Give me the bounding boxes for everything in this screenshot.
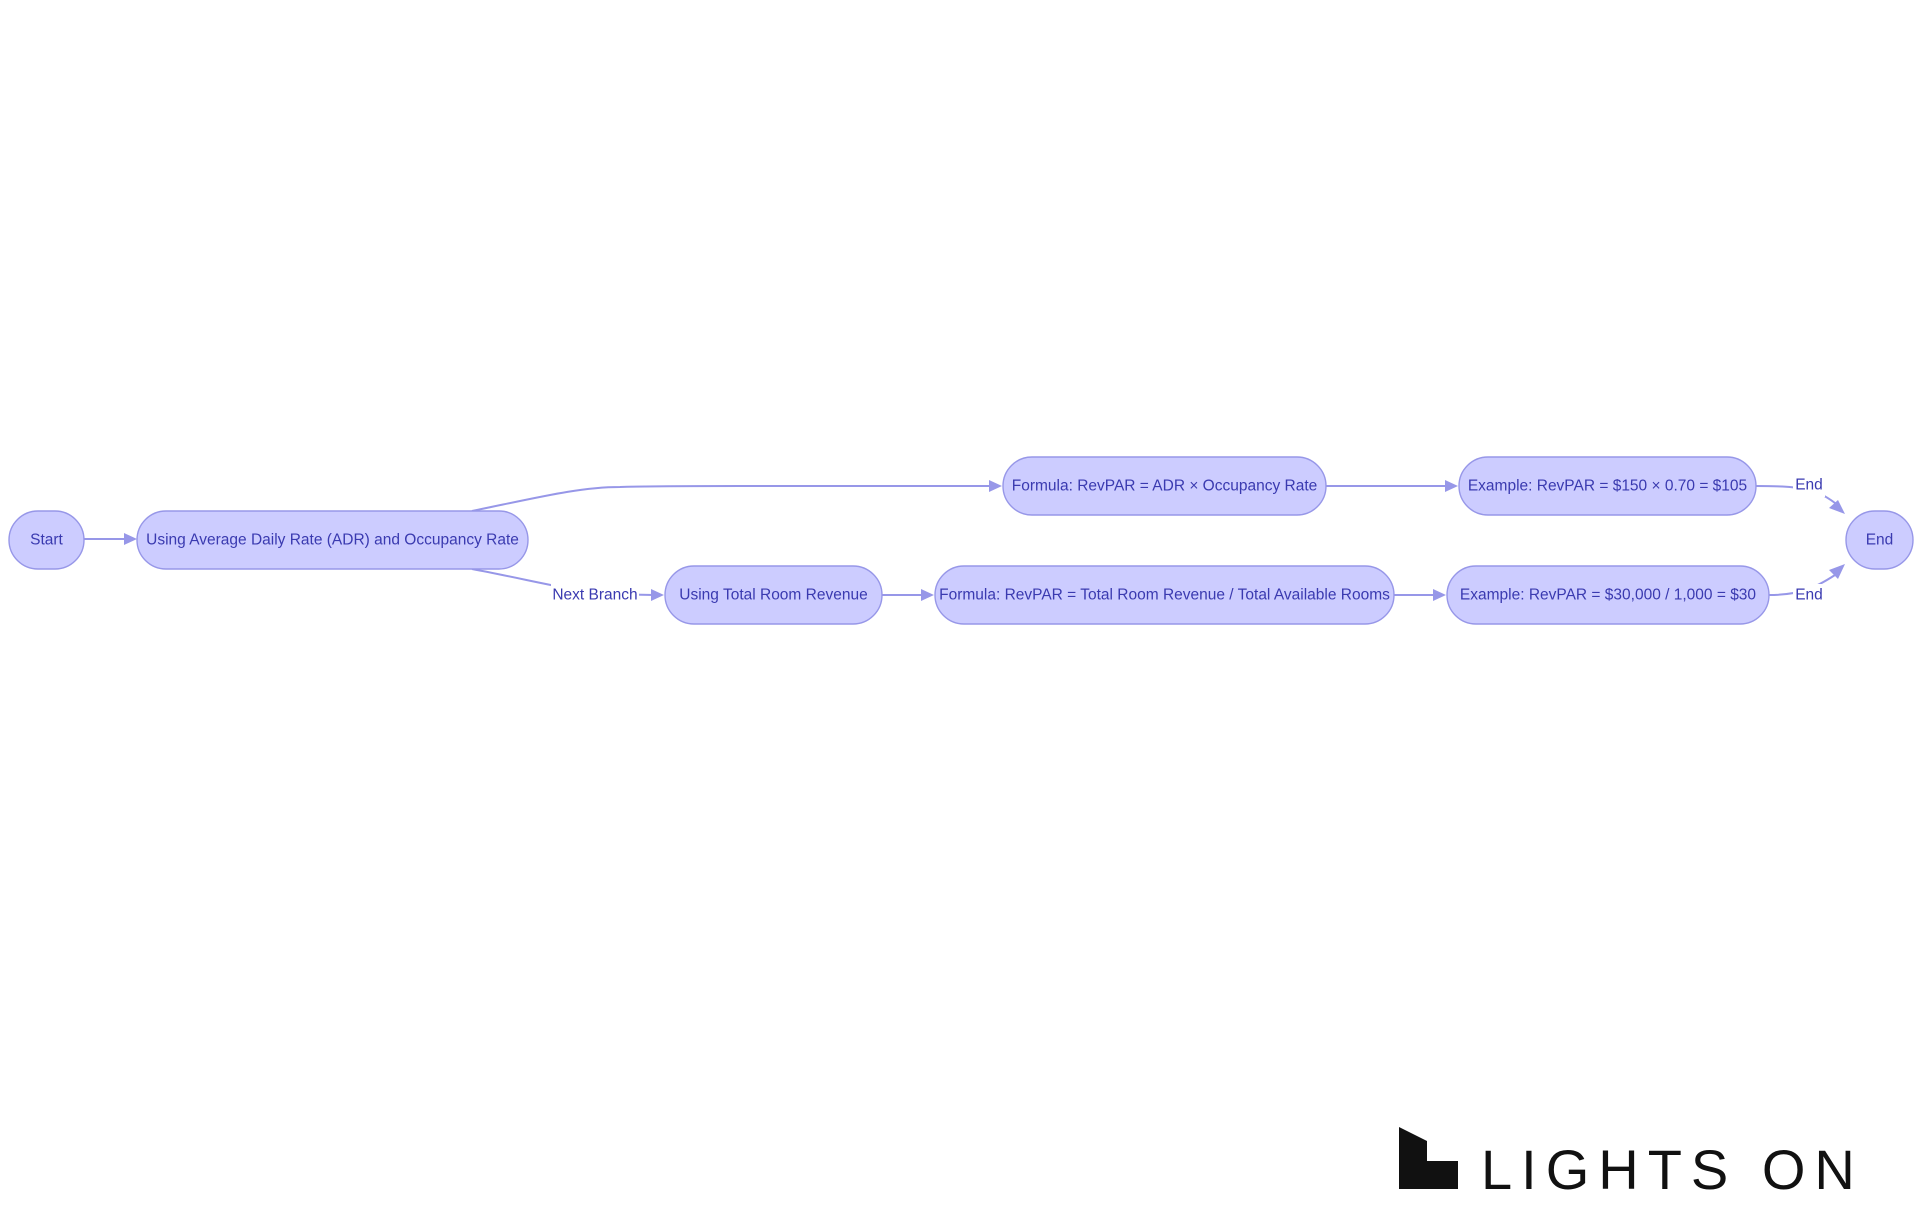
node-start-label: Start	[30, 532, 63, 549]
logo-wordmark: LIGHTS ON	[1481, 1138, 1864, 1201]
lights-on-logo: LIGHTS ON	[1399, 1127, 1864, 1201]
arrowhead-adr-method-to-formula-adr	[989, 480, 1002, 492]
end-top-label-bg	[1793, 475, 1825, 497]
edges	[84, 480, 1845, 601]
lights-on-logo-mark-icon	[1399, 1127, 1458, 1189]
node-adr-method-label: Using Average Daily Rate (ADR) and Occup…	[146, 532, 519, 549]
node-adr-method: Using Average Daily Rate (ADR) and Occup…	[136, 510, 529, 570]
node-example-adr: Example: RevPAR = $150 × 0.70 = $105	[1458, 456, 1757, 516]
node-end-label: End	[1866, 532, 1894, 549]
node-end: End	[1845, 510, 1914, 570]
edge-adr-method-to-formula-adr	[471, 485, 992, 512]
node-example-adr-label: Example: RevPAR = $150 × 0.70 = $105	[1468, 478, 1747, 495]
arrowhead-example-revenue-to-end	[1829, 564, 1845, 579]
edge-label-end-bottom: End	[1795, 587, 1823, 604]
arrowhead-start-to-adr-method	[124, 533, 137, 545]
node-start: Start	[8, 510, 85, 570]
edge-labels: Next Branch End End	[551, 475, 1825, 606]
edge-label-next-branch: Next Branch	[552, 587, 637, 604]
node-formula-revenue: Formula: RevPAR = Total Room Revenue / T…	[934, 565, 1395, 625]
arrowhead-example-adr-to-end	[1829, 500, 1845, 514]
nodes: Start Using Average Daily Rate (ADR) and…	[8, 456, 1914, 625]
node-revenue-method: Using Total Room Revenue	[664, 565, 883, 625]
node-formula-adr-label: Formula: RevPAR = ADR × Occupancy Rate	[1012, 478, 1318, 495]
edge-label-end-top: End	[1795, 477, 1823, 494]
arrowhead-formula-revenue-to-example-revenue	[1433, 589, 1446, 601]
next-branch-label-bg	[551, 584, 639, 606]
arrowhead-adr-method-to-revenue-method	[651, 589, 664, 601]
end-bottom-label-bg	[1793, 584, 1825, 606]
node-revenue-method-label: Using Total Room Revenue	[679, 587, 867, 604]
node-example-revenue: Example: RevPAR = $30,000 / 1,000 = $30	[1446, 565, 1770, 625]
node-example-revenue-label: Example: RevPAR = $30,000 / 1,000 = $30	[1460, 587, 1757, 604]
arrowhead-formula-adr-to-example-adr	[1445, 480, 1458, 492]
arrowhead-revenue-method-to-formula-revenue	[921, 589, 934, 601]
node-formula-adr: Formula: RevPAR = ADR × Occupancy Rate	[1002, 456, 1327, 516]
node-formula-revenue-label: Formula: RevPAR = Total Room Revenue / T…	[939, 587, 1390, 604]
